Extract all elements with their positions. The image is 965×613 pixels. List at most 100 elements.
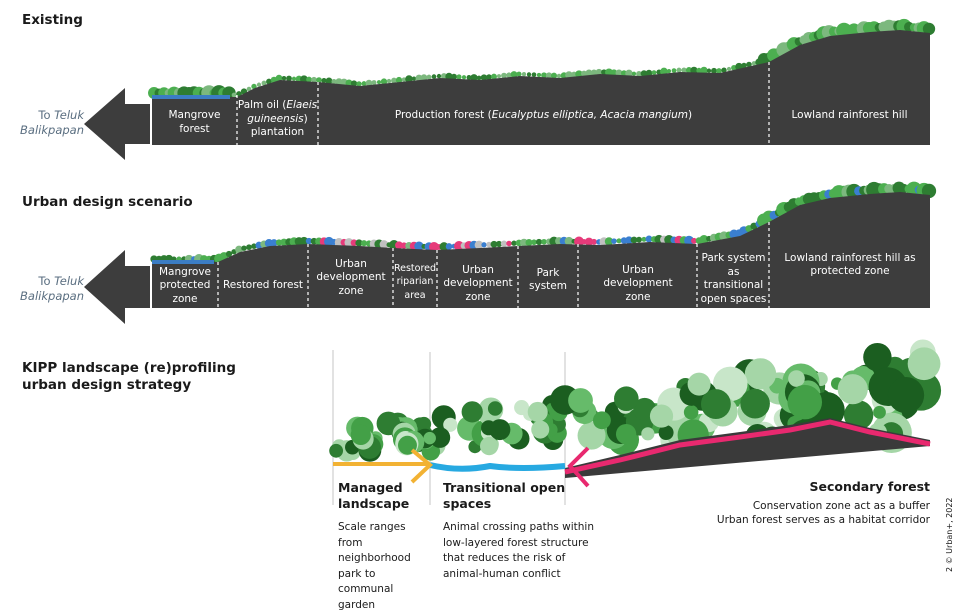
tree-icon: [721, 67, 727, 73]
tree-icon: [641, 427, 655, 441]
tree-icon: [690, 66, 698, 75]
tree-icon: [379, 240, 389, 249]
tree-icon: [356, 81, 362, 87]
tree-icon: [386, 78, 392, 84]
scenario-terrain-profile: [152, 192, 930, 308]
scenario-title: Urban design scenario: [22, 194, 193, 210]
tree-icon: [887, 377, 925, 414]
tree-icon: [501, 72, 507, 79]
tree-icon: [461, 401, 483, 423]
tree-icon: [316, 77, 322, 83]
tree-icon: [334, 237, 344, 247]
direction-arrow-existing: [84, 88, 150, 160]
tree-icon: [466, 74, 472, 80]
tree-icon: [691, 237, 697, 244]
existing-title: Existing: [22, 12, 83, 28]
zone-production-forest: Production forest (Eucalyptus elliptica,…: [394, 109, 693, 122]
tree-icon: [510, 71, 518, 79]
existing-terrain-profile: [152, 30, 930, 145]
tree-icon: [311, 76, 317, 83]
tree-icon: [676, 67, 682, 73]
tree-icon: [350, 424, 371, 445]
tree-icon: [535, 238, 543, 246]
tree-icon: [365, 79, 373, 87]
tree-icon: [235, 245, 243, 254]
tree-icon: [696, 67, 702, 74]
tree-icon: [361, 81, 367, 87]
tree-icon: [391, 77, 397, 84]
tree-icon: [431, 74, 437, 79]
tree-icon: [324, 236, 334, 247]
tree-icon: [486, 241, 492, 248]
tree-icon: [371, 80, 377, 86]
tree-icon: [511, 240, 517, 246]
tree-icon: [684, 235, 694, 246]
tree-icon: [590, 238, 598, 245]
tree-icon: [480, 74, 488, 81]
section-description: Conservation zone act as a buffer: [752, 500, 930, 512]
tree-icon: [299, 236, 309, 246]
tree-icon: [545, 72, 553, 79]
tree-icon: [496, 74, 502, 79]
tree-icon: [439, 242, 449, 252]
tree-icon: [445, 72, 453, 81]
tree-icon: [481, 242, 487, 248]
tree-icon: [331, 78, 337, 85]
transitional-line: [429, 462, 566, 472]
tree-icon: [321, 78, 327, 84]
tree-icon: [495, 240, 503, 248]
tree-icon: [564, 236, 574, 246]
tree-icon: [479, 436, 499, 456]
zone-urban-development-2: Urban development zone: [443, 263, 513, 303]
tree-icon: [436, 73, 442, 79]
tree-icon: [454, 241, 464, 251]
tree-icon: [581, 70, 587, 77]
copyright: 2 © Urban+, 2022: [945, 497, 954, 572]
tree-icon: [788, 370, 805, 387]
landscape-illustration: [84, 18, 942, 505]
tree-icon: [380, 78, 388, 85]
pink-chevron-icon: [567, 446, 590, 488]
tree-icon: [246, 244, 252, 251]
tree-icon: [270, 239, 278, 247]
tree-icon: [636, 236, 642, 243]
tree-icon: [281, 75, 287, 81]
zone-restored-riparian: Restored riparian area: [393, 262, 437, 301]
tree-icon: [640, 70, 648, 77]
tree-icon: [241, 245, 247, 251]
tree-icon: [550, 72, 558, 79]
tree-icon: [476, 75, 482, 81]
tree-icon: [645, 235, 653, 243]
tree-icon: [246, 86, 252, 92]
tree-icon: [440, 73, 448, 80]
tree-icon: [506, 240, 512, 247]
tree-icon: [266, 78, 272, 85]
tree-icon: [251, 243, 257, 249]
tree-icon: [291, 76, 297, 81]
tree-icon: [456, 74, 462, 80]
tree-icon: [685, 67, 693, 74]
tree-icon: [687, 372, 711, 396]
tree-icon: [423, 431, 436, 445]
tree-icon: [625, 69, 633, 78]
tree-icon: [568, 388, 593, 413]
tree-icon: [683, 404, 699, 420]
tree-icon: [625, 236, 633, 245]
tree-icon: [395, 76, 403, 84]
tree-icon: [416, 416, 432, 432]
tree-icon: [486, 74, 492, 80]
tree-icon: [506, 72, 512, 78]
section-heading: Managed landscape: [338, 480, 410, 511]
tree-icon: [671, 68, 677, 73]
tree-icon: [350, 80, 358, 87]
tree-icon: [700, 389, 731, 419]
tree-icon: [541, 238, 547, 245]
tree-icon: [401, 77, 407, 82]
tree-icon: [746, 61, 752, 68]
zone-park-system: Park system: [529, 266, 567, 293]
tree-icon: [649, 404, 674, 428]
tree-icon: [843, 400, 874, 430]
tree-icon: [614, 386, 639, 412]
